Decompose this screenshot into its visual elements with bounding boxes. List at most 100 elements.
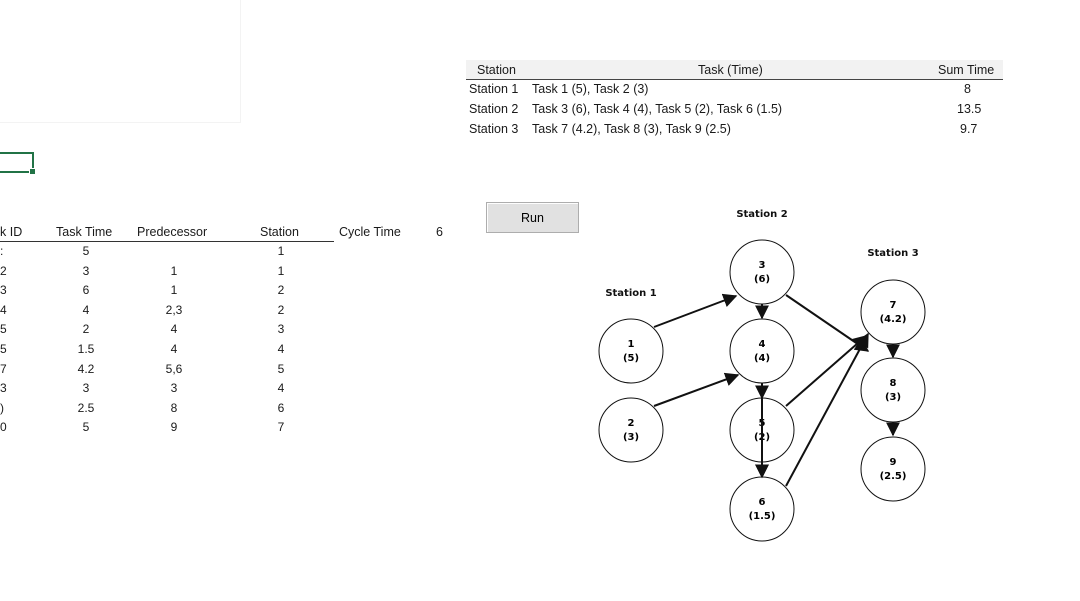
cycle-time-label: Cycle Time: [339, 225, 401, 239]
node-circle: [598, 397, 664, 463]
node-id: 2: [628, 418, 635, 429]
cell-task-id[interactable]: 7: [0, 361, 7, 376]
cell-predecessor[interactable]: 8: [170, 400, 178, 415]
node-id: 3: [759, 260, 766, 271]
summary-row: Station 2 Task 3 (6), Task 4 (4), Task 5…: [469, 100, 1003, 119]
task-node: 8 (3): [860, 357, 926, 423]
cell-task-time[interactable]: 5: [82, 420, 90, 435]
task-node: 4 (4): [729, 318, 795, 384]
cell-station[interactable]: 3: [277, 322, 285, 337]
summary-station: Station 1: [469, 82, 519, 96]
task-node: 1 (5): [598, 318, 664, 384]
header-station: Station: [260, 225, 299, 239]
cell-station[interactable]: 5: [277, 361, 285, 376]
cell-predecessor[interactable]: 1: [170, 263, 178, 278]
cell-task-time[interactable]: 2.5: [77, 400, 95, 415]
cell-predecessor[interactable]: 2,3: [165, 302, 183, 317]
cell-task-id[interactable]: 3: [0, 381, 7, 396]
station-label: Station 1: [605, 288, 656, 299]
edge-3-8: [785, 294, 870, 352]
summary-row: Station 1 Task 1 (5), Task 2 (3) 8: [469, 80, 1003, 99]
summary-header-station: Station: [477, 63, 516, 77]
task-node: 9 (2.5): [860, 436, 926, 502]
summary-sum: 9.7: [960, 122, 978, 136]
summary-sum: 8: [964, 82, 971, 96]
node-circle: [860, 357, 926, 423]
cell-task-id[interactable]: ): [0, 400, 4, 415]
cell-task-id[interactable]: 5: [0, 342, 7, 356]
summary-table-header: Station Task (Time) Sum Time: [466, 60, 1003, 80]
cycle-time-value[interactable]: 6: [436, 225, 443, 239]
node-time: (6): [754, 274, 770, 285]
cell-task-id[interactable]: :: [0, 244, 4, 258]
task-node: 3 (6): [729, 239, 795, 305]
blank-range: [0, 0, 241, 123]
cell-station[interactable]: 2: [277, 302, 285, 317]
task-node: 7 (4.2): [860, 279, 926, 345]
cell-task-time[interactable]: 2: [82, 322, 90, 337]
cell-station[interactable]: 4: [277, 342, 285, 356]
node-time: (4.2): [880, 314, 907, 325]
cell-predecessor[interactable]: 4: [170, 342, 178, 356]
header-underline: [0, 241, 334, 242]
summary-tasks: Task 1 (5), Task 2 (3): [532, 82, 649, 96]
cell-task-time[interactable]: 1.5: [77, 342, 95, 356]
summary-station: Station 3: [469, 122, 519, 136]
edge-5-7: [785, 335, 868, 407]
cell-task-time[interactable]: 6: [82, 283, 90, 298]
node-circle: [729, 239, 795, 305]
task-node: 6 (1.5): [729, 476, 795, 542]
cell-predecessor[interactable]: 1: [170, 283, 178, 298]
cell-station[interactable]: 4: [277, 381, 285, 396]
node-circle: [860, 279, 926, 345]
cell-predecessor[interactable]: 3: [170, 381, 178, 396]
station-label: Station 2: [736, 209, 787, 220]
node-circle: [860, 436, 926, 502]
cell-task-time[interactable]: 3: [82, 381, 90, 396]
run-button[interactable]: Run: [486, 202, 579, 233]
diagram-nodes: 1 (5) 2 (3) 3 (6) 4 (4) 5 (2) 6 (1.5): [598, 239, 926, 542]
summary-station: Station 2: [469, 102, 519, 116]
cell-task-id[interactable]: 0: [0, 420, 7, 435]
summary-tasks: Task 7 (4.2), Task 8 (3), Task 9 (2.5): [532, 122, 731, 136]
cell-station[interactable]: 1: [277, 263, 285, 278]
cell-predecessor[interactable]: 5,6: [165, 361, 183, 376]
cell-station[interactable]: 6: [277, 400, 285, 415]
active-cell-selection[interactable]: [0, 152, 36, 175]
cell-task-id[interactable]: 2: [0, 263, 7, 278]
cell-station[interactable]: 7: [277, 420, 285, 435]
cell-task-time[interactable]: 3: [82, 263, 90, 278]
node-id: 1: [628, 339, 635, 350]
node-time: (5): [623, 353, 639, 364]
node-time: (3): [885, 392, 901, 403]
cell-station[interactable]: 2: [277, 283, 285, 298]
cell-task-id[interactable]: 5: [0, 322, 7, 337]
node-id: 7: [890, 300, 897, 311]
cell-task-id[interactable]: 4: [0, 302, 7, 317]
node-circle: [729, 476, 795, 542]
header-task-time: Task Time: [56, 225, 113, 239]
cell-station[interactable]: 1: [277, 244, 285, 258]
summary-header-tasks: Task (Time): [698, 63, 763, 77]
cell-task-time[interactable]: 4.2: [77, 361, 95, 376]
edge-2-4: [653, 372, 740, 407]
cell-predecessor[interactable]: 4: [170, 322, 178, 337]
cell-task-time[interactable]: 4: [82, 302, 90, 317]
node-circle: [598, 318, 664, 384]
node-time: (3): [623, 432, 639, 443]
summary-tasks: Task 3 (6), Task 4 (4), Task 5 (2), Task…: [532, 102, 783, 116]
node-id: 4: [759, 339, 766, 350]
diagram-edges: [653, 293, 900, 487]
cell-task-time[interactable]: 5: [82, 244, 90, 258]
edge-1-3: [653, 293, 738, 328]
fill-handle[interactable]: [29, 168, 36, 175]
node-id: 6: [759, 497, 766, 508]
node-id: 8: [890, 378, 897, 389]
summary-row: Station 3 Task 7 (4.2), Task 8 (3), Task…: [469, 120, 1003, 139]
cell-predecessor[interactable]: 9: [170, 420, 178, 435]
summary-sum: 13.5: [957, 102, 982, 116]
node-id: 9: [890, 457, 897, 468]
cell-task-id[interactable]: 3: [0, 283, 7, 298]
node-time: (4): [754, 353, 770, 364]
